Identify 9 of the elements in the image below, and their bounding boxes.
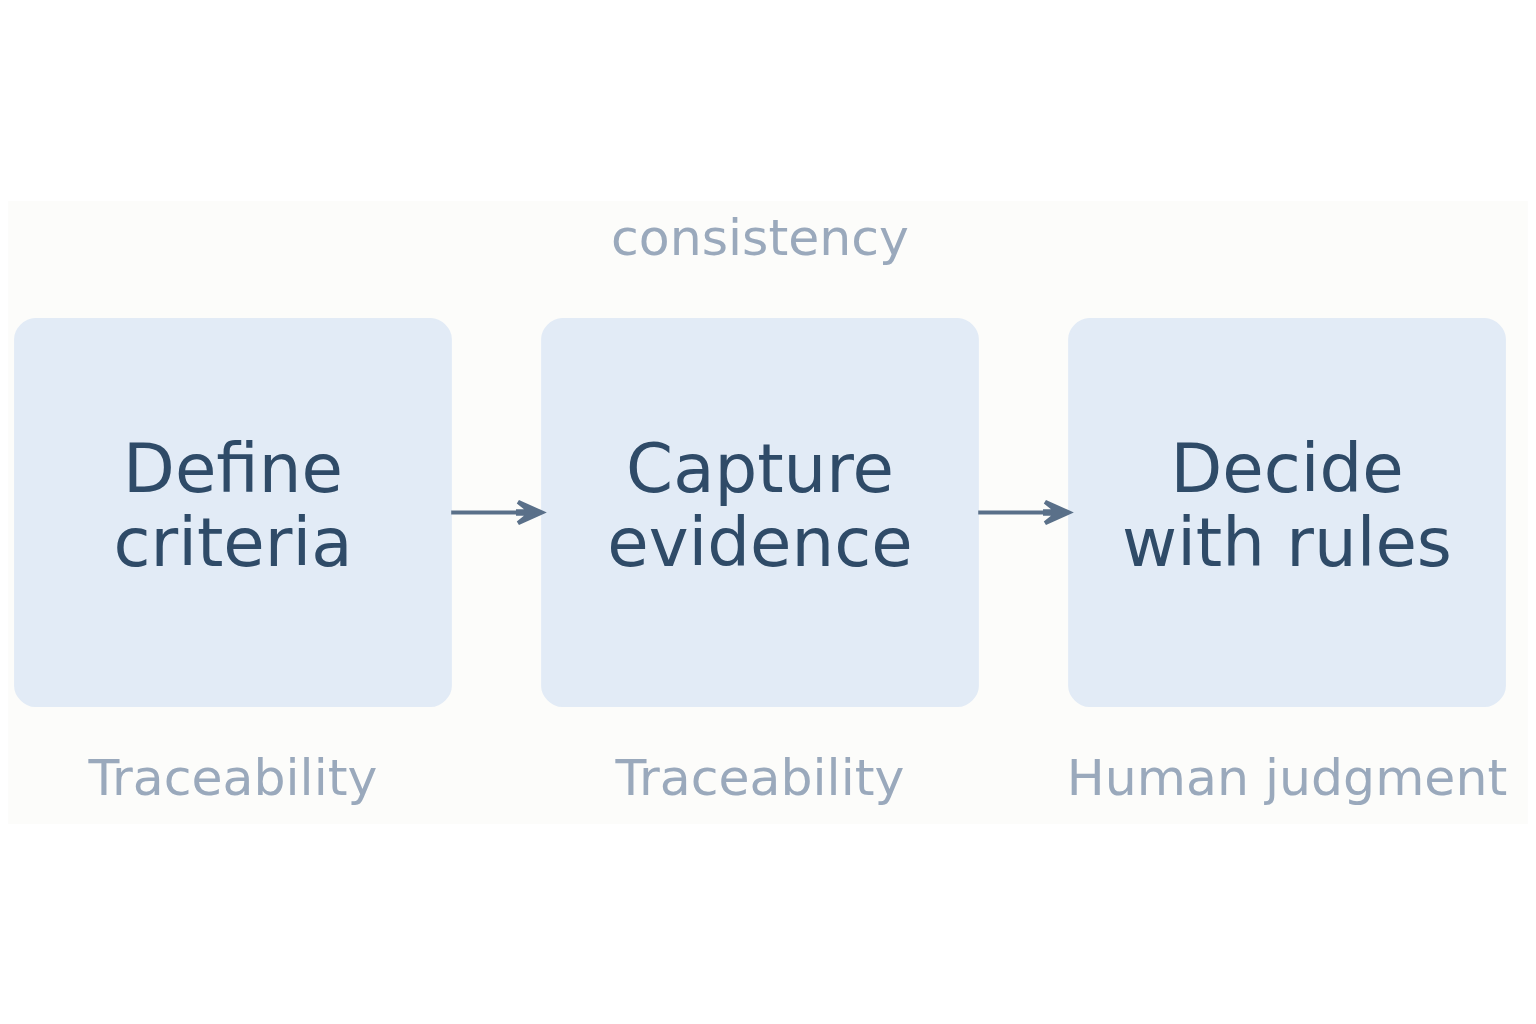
node-label: Human judgment bbox=[1066, 747, 1508, 807]
node-box: Decide with rules bbox=[1068, 317, 1506, 707]
node-box: Capture evidence bbox=[541, 317, 979, 707]
arrow bbox=[451, 499, 544, 525]
arrow bbox=[978, 499, 1071, 525]
node-label: Traceability bbox=[88, 747, 378, 807]
node-label: Traceability bbox=[615, 747, 905, 807]
label: consistency bbox=[611, 207, 909, 267]
node-box: Define criteria bbox=[14, 317, 452, 707]
